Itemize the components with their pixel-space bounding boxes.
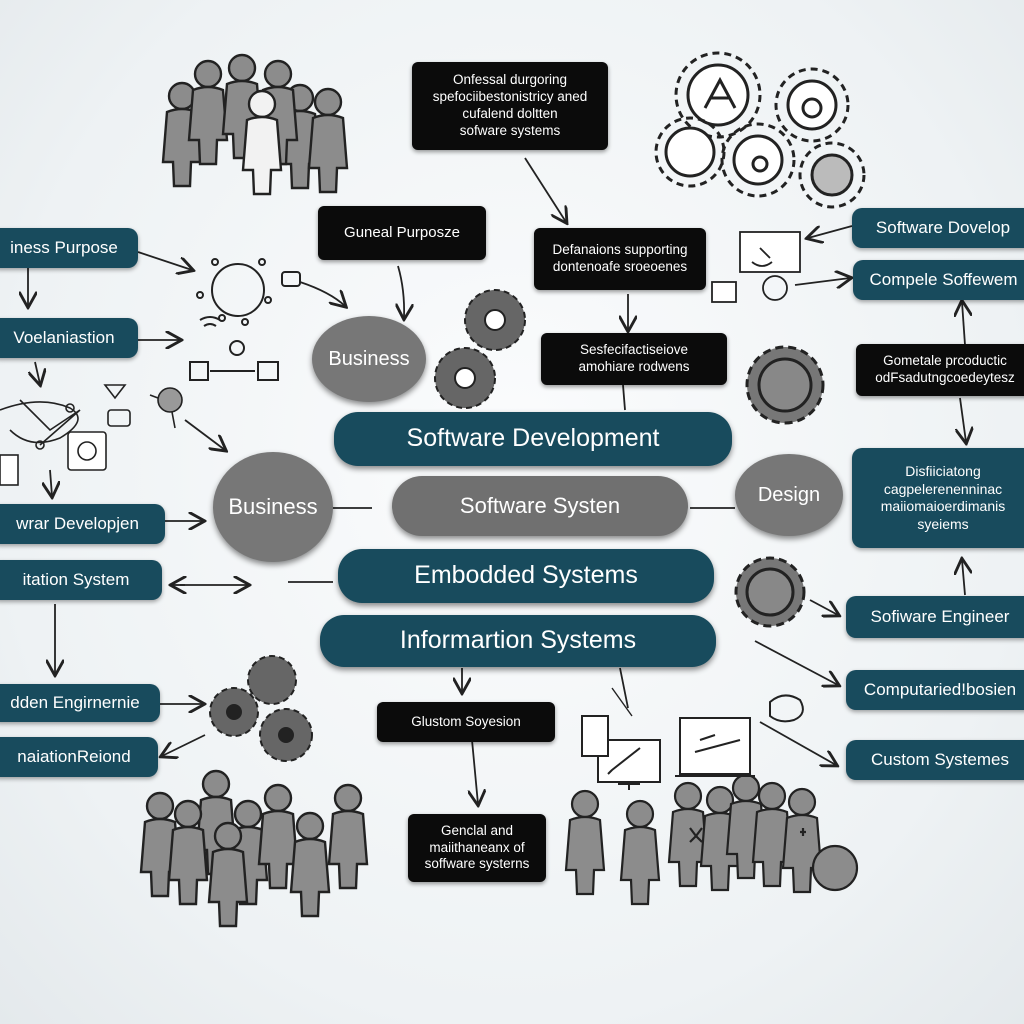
right-label-complete-software[interactable]: Compele Soffewem <box>853 260 1024 300</box>
callout-general-purpose: Guneal Purposze <box>318 206 486 260</box>
design-circle[interactable]: Design <box>735 454 843 536</box>
left-label-business-purpose[interactable]: iness Purpose <box>0 228 138 268</box>
callout-general-maintenance: Genclal and maiithaneanx of soffware sys… <box>408 814 546 882</box>
callout-general-productivity-text: Gometale prcoductic odFsadutngcoedeytesz <box>875 353 1015 385</box>
business-circle-small[interactable]: Business <box>312 316 426 402</box>
information-systems-pill[interactable]: Informartion Systems <box>320 615 716 667</box>
embedded-systems-pill[interactable]: Embodded Systems <box>338 549 714 603</box>
callout-general-maintenance-text: Genclal and maiithaneanx of soffware sys… <box>424 822 530 872</box>
business-circle-large[interactable]: Business <box>213 452 333 562</box>
gears-cluster-bottom-left-icon <box>209 655 313 762</box>
connector-arrows <box>28 157 966 804</box>
center-link-lines <box>611 687 633 717</box>
callout-definitions: Defanaions supporting dontenoafe sroeoen… <box>534 228 706 290</box>
people-group-bottom-left-icon <box>139 769 369 928</box>
callout-custom-solution-text: Glustom Soyesion <box>411 713 521 729</box>
callout-definitions-text: Defanaions supporting dontenoafe sroeoen… <box>552 242 688 274</box>
monitor-sketch-bottom-icon <box>581 694 804 790</box>
callout-general-purpose-text: Guneal Purposze <box>344 223 460 241</box>
gear-right-middle-icon <box>734 556 806 628</box>
callout-general-productivity: Gometale prcoductic odFsadutngcoedeytesz <box>856 344 1024 396</box>
software-system-pill[interactable]: Software Systen <box>392 476 688 536</box>
right-label-software-development[interactable]: Software Dovelop <box>852 208 1024 248</box>
callout-software-alternative-text: Sesfecifactiseiove amohiare rodwens <box>578 342 690 374</box>
callout-professional: Onfessal durgoring spefociibestonistricy… <box>412 62 608 150</box>
left-label-station-system[interactable]: itation System <box>0 560 162 600</box>
left-label-animation-record[interactable]: naiationReiond <box>0 737 158 777</box>
right-label-software-engineer[interactable]: Sofiware Engineer <box>846 596 1024 638</box>
gear-pair-center-icon <box>434 289 526 409</box>
left-label-modern-engineering[interactable]: dden Engirnernie <box>0 684 160 722</box>
device-sketch-right-icon <box>711 231 801 303</box>
right-label-distributing[interactable]: Disfiiciatong cagpelerenenninac maiiomai… <box>852 448 1024 548</box>
people-group-bottom-right-icon <box>564 773 859 906</box>
people-group-top-left-icon <box>161 53 349 196</box>
callout-professional-text: Onfessal durgoring spefociibestonistricy… <box>432 72 588 138</box>
right-label-computerized[interactable]: Computaried!bosien <box>846 670 1024 710</box>
left-label-software-development[interactable]: wrar Developjen <box>0 504 165 544</box>
left-label-visualization[interactable]: Voelaniastion <box>0 318 138 358</box>
right-label-custom-systems[interactable]: Custom Systemes <box>846 740 1024 780</box>
circuit-sketch-left-icon <box>0 384 183 486</box>
callout-custom-solution: Glustom Soyesion <box>377 702 555 742</box>
gear-right-top-icon <box>745 345 825 425</box>
gears-cluster-top-right-icon <box>654 51 866 209</box>
callout-software-alternative: Sesfecifactiseiove amohiare rodwens <box>541 333 727 385</box>
network-sketch-icon <box>189 258 301 381</box>
software-development-pill[interactable]: Software Development <box>334 412 732 466</box>
